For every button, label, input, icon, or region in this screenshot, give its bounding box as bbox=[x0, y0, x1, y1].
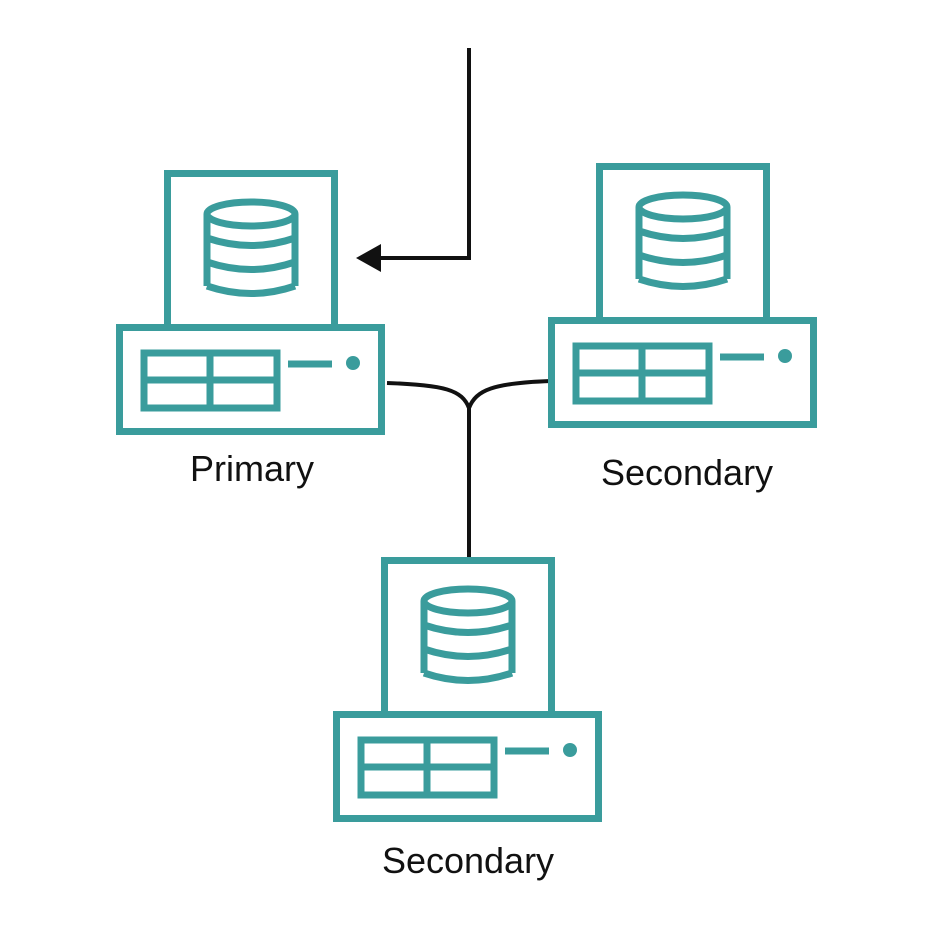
secondary-label: Secondary bbox=[600, 452, 774, 493]
client-arrow-line bbox=[378, 48, 471, 260]
connector-secondary-right bbox=[467, 379, 552, 409]
connector-primary bbox=[386, 381, 471, 409]
database-server-icon bbox=[120, 174, 382, 432]
database-server-icon bbox=[552, 167, 814, 425]
arrow-head-icon bbox=[356, 244, 381, 272]
secondary-label: Secondary bbox=[381, 840, 555, 881]
primary-label: Primary bbox=[190, 448, 314, 489]
database-server-icon bbox=[337, 561, 599, 819]
